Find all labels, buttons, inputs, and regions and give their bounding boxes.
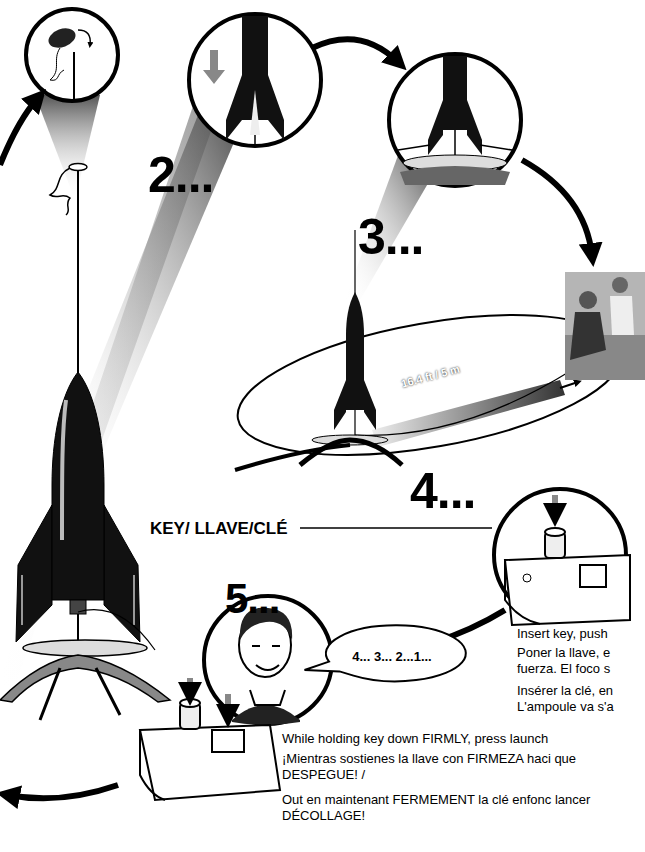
detail-circle-part — [252, 645, 280, 647]
rocket-part — [52, 372, 104, 600]
callout-number: 5... — [225, 578, 279, 620]
speech-text: 4... 3... 2...1... — [352, 649, 432, 664]
controller-part — [140, 725, 280, 800]
detail-circle — [389, 54, 521, 186]
launch-rod-part — [50, 168, 70, 215]
rocket-part — [78, 610, 155, 650]
instruction-text: Insérer la clé, en L'ampoule va s'a — [517, 683, 643, 716]
callout-number: 3... — [358, 212, 423, 262]
rocket-part — [334, 380, 376, 430]
instruction-text: Insert key, push — [517, 626, 645, 642]
callout-number: 2... — [148, 150, 213, 200]
detail-circle-part — [545, 528, 565, 536]
bubble-shape — [305, 625, 466, 681]
step-arrow-part — [522, 160, 592, 255]
photo-part — [565, 272, 645, 380]
instruction-text: Out en maintenant FERMEMENT la clé enfon… — [282, 792, 645, 825]
photo-part — [612, 277, 628, 293]
magnify-beams-part — [0, 100, 215, 700]
detail-circle-part — [580, 565, 606, 587]
instruction-text: Poner la llave, e fuerza. El foco s — [517, 645, 643, 678]
detail-circle-part — [26, 9, 118, 101]
detail-circle-part — [78, 30, 90, 45]
controller-part — [140, 730, 165, 800]
detail-circle-part — [250, 90, 260, 135]
rocket-part — [300, 440, 402, 465]
rocket — [16, 372, 155, 650]
detail-circle-part — [389, 54, 521, 186]
launch-pad-part — [0, 655, 170, 702]
detail-circle-part — [46, 25, 78, 51]
rocket-part — [346, 292, 364, 410]
part-label: KEY/ LLAVE/CLÉ — [150, 518, 300, 539]
launch-pad — [0, 640, 170, 720]
step-arrow-part — [8, 785, 118, 798]
controller-part — [212, 730, 244, 752]
instruction-text: ¡Mientras sostienes la llave con FIRMEZA… — [282, 751, 645, 784]
detail-circle-part — [203, 50, 225, 84]
detail-circle-part — [523, 574, 531, 582]
detail-circle-part — [505, 555, 630, 625]
detail-circle-part — [256, 665, 279, 670]
step-arrow-part — [312, 39, 398, 62]
rocket-part — [235, 445, 350, 470]
photo-part — [579, 291, 597, 309]
detail-circle — [494, 489, 630, 625]
detail-circle-part — [400, 166, 510, 185]
detail-circle-part — [232, 705, 300, 725]
rocket-part — [22, 575, 134, 625]
launch-pad-part — [40, 668, 120, 720]
controller-part — [225, 694, 231, 716]
rocket — [235, 230, 402, 470]
detail-circle — [189, 14, 321, 146]
field-loop-part — [355, 370, 572, 435]
controller-part — [187, 678, 193, 694]
bubble-content: 4... 3... 2...1... — [322, 628, 462, 684]
magnify-beams — [0, 95, 430, 700]
photo-part — [570, 312, 606, 360]
photo — [565, 272, 645, 380]
detail-circle-part — [505, 560, 540, 624]
detail-circle — [26, 9, 118, 101]
controller-part — [180, 699, 200, 707]
distance-label: 16.4 ft / 5 m — [400, 342, 539, 392]
detail-circle-part — [443, 56, 467, 130]
launch-rod-part — [69, 164, 87, 171]
detail-circle-part — [73, 52, 75, 101]
detail-circle-part — [552, 495, 558, 515]
speech-bubble: 4... 3... 2...1... — [322, 628, 462, 684]
detail-circle-part — [50, 48, 64, 80]
field-loop-part — [560, 382, 578, 388]
photo-part — [610, 296, 634, 335]
detail-circle-part — [398, 145, 512, 150]
step-arrow-part — [0, 98, 38, 165]
detail-circle-part — [428, 100, 482, 155]
controller — [140, 678, 280, 800]
rocket-part — [62, 400, 66, 540]
callout-number: 4... — [410, 466, 475, 516]
launch-pad-part — [23, 640, 147, 656]
instruction-text: While holding key down FIRMLY, press lau… — [282, 731, 645, 747]
leader-line — [300, 527, 492, 529]
detail-circle-part — [226, 75, 284, 140]
detail-circle-part — [250, 690, 285, 705]
magnify-beams-part — [35, 95, 100, 200]
detail-circle-part — [189, 14, 321, 146]
step-arrow — [0, 39, 592, 798]
